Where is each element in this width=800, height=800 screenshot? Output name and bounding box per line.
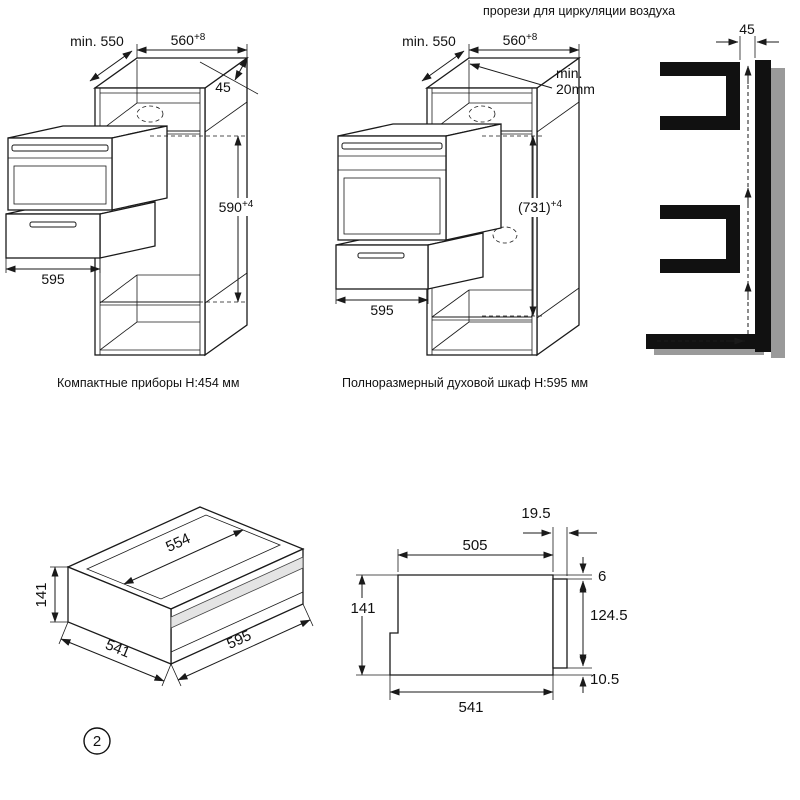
- side-dim-10-5: 10.5: [553, 650, 619, 693]
- vent-cutout-circle: [468, 105, 496, 123]
- dim-141-label: 141: [350, 600, 375, 617]
- center-dim-560: 560+8: [468, 32, 580, 58]
- oven-handle: [341, 142, 443, 150]
- side-dim-505: 505: [397, 537, 554, 572]
- dim-590-label: 590+4: [219, 199, 254, 215]
- center-dim-731: (731)+4: [482, 135, 574, 317]
- drawer-front-strip: [170, 556, 304, 629]
- left-dim-560: 560+8: [136, 32, 248, 58]
- left-cabinet-diagram: 595 590+4 min. 550 560+8 45 Компактные п…: [5, 32, 266, 390]
- dim-20mm-label: 20mm: [556, 81, 595, 97]
- side-view-body: [389, 574, 568, 676]
- side-dim-141: 141: [346, 574, 398, 676]
- dim-124-5-label: 124.5: [590, 607, 628, 624]
- oven-door: [13, 165, 107, 205]
- dim-731-label: (731)+4: [518, 199, 563, 215]
- center-cabinet-caption: Полноразмерный духовой шкаф H:595 мм: [342, 376, 588, 390]
- left-cabinet-caption: Компактные приборы H:454 мм: [57, 376, 239, 390]
- dim-min550-label: min. 550: [70, 33, 124, 49]
- dim-560-label: 560+8: [503, 32, 538, 48]
- drawer-handle: [357, 252, 405, 259]
- side-view-diagram: 19.5 505 6 124.5 10.5: [346, 505, 628, 716]
- cabinet-section-upper: [660, 62, 740, 130]
- oven-handle: [11, 144, 109, 152]
- center-dim-min550: min. 550: [402, 33, 465, 82]
- drawer-handle: [29, 221, 77, 228]
- front-panel: [552, 578, 568, 669]
- left-dim-45: 45: [199, 57, 259, 95]
- center-warming-drawer: [335, 232, 484, 290]
- dim-19-5-label: 19.5: [521, 505, 550, 522]
- side-dim-541: 541: [389, 675, 554, 716]
- wall-section-diagram: 45: [646, 21, 785, 358]
- cabinet-section-lower: [660, 205, 740, 273]
- center-dim-20mm: min. 20mm: [469, 63, 595, 97]
- left-dim-595: 595: [5, 258, 101, 287]
- dim-45-label: 45: [739, 21, 755, 37]
- dim-560-label: 560+8: [171, 32, 206, 48]
- center-dim-595: 595: [335, 289, 429, 318]
- dim-595-label: 595: [370, 302, 394, 318]
- iso-dim-141: 141: [33, 566, 68, 623]
- wall-panel: [755, 60, 771, 352]
- wall-dim-45: 45: [716, 21, 779, 60]
- vent-cutout-circle: [136, 105, 164, 123]
- dim-10-5-label: 10.5: [590, 671, 619, 688]
- iso-drawer-diagram: 554 141 541 595 2: [33, 506, 314, 755]
- figure-badge: 2: [83, 727, 111, 755]
- airflow-arrows: [657, 65, 752, 345]
- oven-door: [343, 177, 441, 235]
- dim-6-label: 6: [598, 568, 606, 585]
- center-full-oven: [337, 123, 502, 241]
- dim-min-label: min.: [556, 65, 582, 81]
- dim-141-label: 141: [33, 582, 50, 607]
- side-dim-19-5: 19.5: [521, 505, 597, 576]
- side-dim-124-5: 124.5: [579, 582, 628, 665]
- dim-505-label: 505: [462, 537, 487, 554]
- left-dim-590: 590+4: [150, 135, 266, 303]
- dim-541-label: 541: [458, 699, 483, 716]
- dim-45-label: 45: [215, 79, 231, 95]
- dim-595-label: 595: [41, 271, 65, 287]
- wall-shadow: [771, 68, 785, 358]
- figure-badge-number: 2: [93, 733, 101, 750]
- air-circulation-note: прорези для циркуляции воздуха: [483, 4, 675, 18]
- left-dim-min550: min. 550: [70, 33, 133, 82]
- vent-cutout-circle-lower: [492, 226, 518, 244]
- left-compact-oven: [7, 125, 168, 211]
- dim-min550-label: min. 550: [402, 33, 456, 49]
- center-cabinet-diagram: 595 (731)+4 min. 550 560+8 min. 20mm Пол…: [335, 32, 595, 390]
